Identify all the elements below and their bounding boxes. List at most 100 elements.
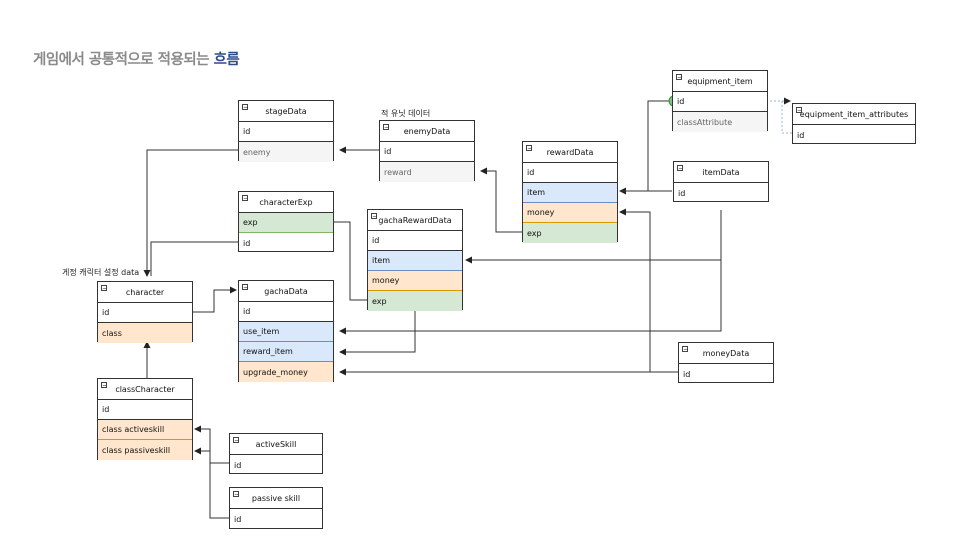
entity-header: − rewardData (523, 142, 617, 163)
connector-equip-reward (619, 100, 672, 195)
collapse-icon[interactable]: − (101, 382, 108, 389)
entity-name: characterExp (259, 197, 313, 207)
entity-header: − moneyData (679, 343, 773, 364)
connector-exp-gachareward (334, 221, 367, 301)
field-row: item (368, 251, 462, 271)
connector-exp-character (150, 241, 238, 276)
collapse-icon[interactable]: − (371, 213, 378, 220)
entity-header: −equipment_item_attributes (793, 104, 915, 125)
entity-equipment-item-attributes[interactable]: −equipment_item_attributes id (792, 103, 916, 144)
connector-money-reward (619, 208, 678, 373)
collapse-icon[interactable]: − (242, 195, 249, 202)
entity-header: − activeSkill (230, 434, 322, 455)
entity-name: stageData (265, 106, 307, 116)
field-row: use_item (239, 322, 333, 342)
page-title: 게임에서 공통적으로 적용되는 흐름 (33, 48, 240, 69)
field-row: reward (380, 162, 474, 182)
field-row: id (234, 514, 242, 524)
connector-stage-character (143, 149, 238, 277)
entity-header: − itemData (674, 162, 768, 183)
collapse-icon[interactable]: − (526, 145, 533, 152)
collapse-icon[interactable]: − (383, 124, 390, 131)
connector-attr-equip (770, 100, 792, 134)
entity-header: − characterExp (239, 192, 333, 213)
field-row: id (368, 231, 462, 251)
field-row: reward_item (239, 342, 333, 362)
collapse-icon[interactable]: − (233, 437, 240, 444)
field-row: id (234, 460, 242, 470)
entity-enemyData[interactable]: − enemyData id reward (379, 120, 475, 182)
entity-stageData[interactable]: − stageData id enemy (238, 100, 334, 162)
field-row: id (243, 238, 251, 248)
entity-character[interactable]: −character id class (97, 281, 193, 343)
field-row: id (523, 163, 617, 183)
title-main: 게임에서 공통적으로 적용되는 (33, 52, 214, 68)
field-row: id (239, 122, 333, 142)
entity-gachaData[interactable]: −gachaData id use_item reward_item upgra… (238, 280, 334, 382)
field-row: id (797, 130, 805, 140)
entity-name: itemData (702, 167, 740, 177)
field-row: class activeskill (98, 420, 192, 440)
field-row: classAttribute (673, 112, 767, 132)
field-row: enemy (239, 142, 333, 162)
entity-name: activeSkill (255, 439, 297, 449)
field-row: id (380, 142, 474, 162)
collapse-icon[interactable]: − (676, 74, 683, 81)
field-row: id (673, 92, 767, 112)
entity-characterExp[interactable]: − characterExp exp id (238, 191, 334, 252)
field-row: item (523, 183, 617, 203)
entity-header: − gachaData (239, 281, 333, 302)
collapse-icon[interactable]: − (101, 285, 108, 292)
entity-gachaRewardData[interactable]: −gachaRewardData id item money exp (367, 209, 463, 311)
entity-name: moneyData (702, 348, 750, 358)
entity-rewardData[interactable]: −rewardData id item money exp (522, 141, 618, 243)
field-row: exp (239, 213, 333, 233)
field-row: exp (368, 291, 462, 311)
entity-header: −equipment_item (673, 71, 767, 92)
entity-name: gachaRewardData (378, 215, 452, 225)
entity-header: −gachaRewardData (368, 210, 462, 231)
entity-name: rewardData (546, 147, 594, 157)
entity-name: gachaData (264, 286, 308, 296)
connector-passive-class (194, 447, 229, 519)
entity-name: equipment_item_attributes (799, 109, 909, 119)
entity-header: − stageData (239, 101, 333, 122)
connector-character-gacha (193, 286, 237, 313)
entity-header: −character (98, 282, 192, 303)
entity-moneyData[interactable]: − moneyData id (678, 342, 774, 383)
field-row: exp (523, 223, 617, 243)
connector-active-class (194, 425, 229, 464)
connector-reward-enemy (480, 167, 522, 233)
collapse-icon[interactable]: − (242, 104, 249, 111)
connector-item-gacha (339, 210, 722, 335)
entity-itemData[interactable]: − itemData id (673, 161, 769, 202)
entity-name: enemyData (403, 126, 451, 136)
entity-activeSkill[interactable]: − activeSkill id (229, 433, 323, 474)
entity-classCharacter[interactable]: −classCharacter id class activeskill cla… (97, 378, 193, 460)
character-note-label: 게정 캐릭터 설정 data (62, 268, 140, 277)
entity-equipment-item[interactable]: −equipment_item id classAttribute (672, 70, 768, 132)
collapse-icon[interactable]: − (682, 346, 689, 353)
field-row: id (239, 302, 333, 322)
field-row: id (683, 369, 691, 379)
entity-name: classCharacter (115, 384, 175, 394)
field-row: class passiveskill (98, 440, 192, 460)
connector-gachareward-gacha (339, 311, 416, 356)
field-row: id (98, 303, 192, 323)
enemy-note-label: 적 유닛 데이터 (381, 109, 431, 118)
field-row: money (368, 271, 462, 291)
entity-header: − enemyData (380, 121, 474, 142)
field-row: id (98, 400, 192, 420)
entity-passiveSkill[interactable]: −passive skill id (229, 487, 323, 529)
entity-header: −classCharacter (98, 379, 192, 400)
collapse-icon[interactable]: − (242, 284, 249, 291)
collapse-icon[interactable]: − (233, 491, 240, 498)
field-row: id (678, 188, 686, 198)
collapse-icon[interactable]: − (677, 165, 684, 172)
title-accent: 흐름 (213, 52, 240, 68)
field-row: class (98, 323, 192, 343)
collapse-icon[interactable]: − (796, 107, 803, 114)
entity-name: equipment_item (687, 76, 753, 86)
entity-header: −passive skill (230, 488, 322, 509)
